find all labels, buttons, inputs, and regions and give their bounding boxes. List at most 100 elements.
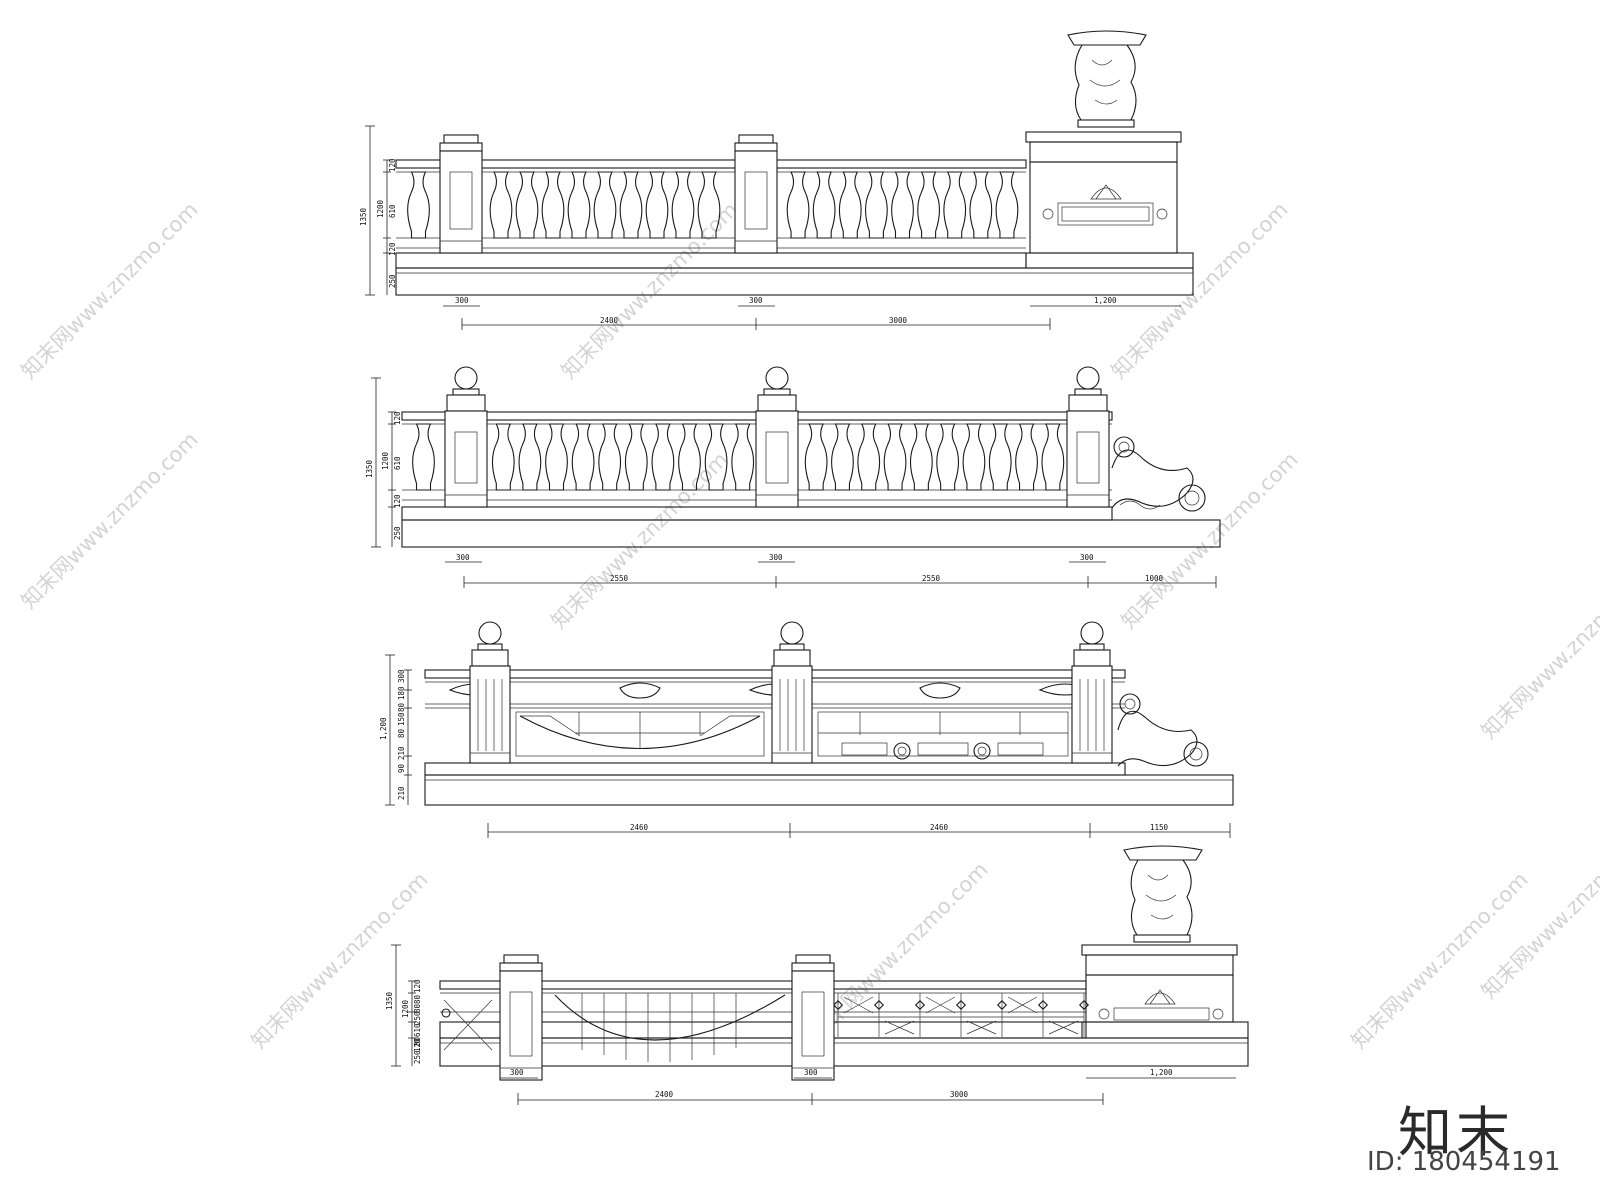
baluster — [593, 171, 617, 239]
height-total: 1350 — [365, 459, 374, 478]
watermark-text: 知末网www.znzmo.com — [547, 448, 733, 634]
plinth — [401, 506, 1113, 521]
baluster — [988, 423, 1012, 491]
base-slab — [424, 774, 1234, 806]
scroll-ornament — [1117, 693, 1209, 767]
height-part: 120 — [413, 1038, 422, 1052]
post-shaft — [444, 410, 488, 508]
statue — [1123, 845, 1203, 943]
dimension-horizontal: 300 300 1,200 2400 3000 — [443, 296, 1181, 330]
dim-bottom: 2550 — [922, 574, 941, 583]
dimension-vertical: 1350 1200 120 610 120 250 — [359, 125, 397, 296]
baluster — [541, 171, 565, 239]
baluster — [518, 423, 542, 491]
post — [439, 134, 483, 254]
dim-bottom: 2460 — [930, 823, 949, 832]
height-part: 80 — [413, 994, 422, 1004]
pedestal-panel — [1057, 202, 1154, 226]
baluster — [831, 423, 854, 491]
height-sub: 1,200 — [379, 717, 388, 740]
post-cap — [1068, 394, 1108, 412]
post — [499, 954, 543, 1081]
height-sub: 1200 — [376, 199, 385, 218]
dimension-horizontal: 300 300 1,200 2400 3000 — [500, 1068, 1236, 1105]
post — [444, 366, 488, 508]
baluster — [412, 423, 435, 491]
scroll-ornament — [1111, 436, 1206, 512]
baluster — [598, 423, 622, 491]
baluster — [651, 423, 675, 491]
rosette — [914, 999, 926, 1011]
watermark-text: 知末网www.znzmo.com — [1477, 558, 1600, 744]
post-shaft — [499, 970, 543, 1081]
baluster — [697, 171, 721, 239]
post-cap — [439, 142, 483, 152]
rail-ornament — [619, 682, 661, 699]
dim-top: 300 — [749, 296, 763, 305]
baluster — [645, 171, 669, 239]
statue — [1067, 30, 1147, 128]
baluster — [1041, 423, 1065, 491]
height-part: 120 — [393, 494, 402, 508]
watermark-text: 知末网www.znzmo.com — [557, 198, 743, 384]
height-part: 250 — [413, 1011, 422, 1025]
dim-top: 300 — [455, 296, 469, 305]
rosette — [832, 999, 844, 1011]
height-part: 610 — [388, 204, 397, 218]
post-cap — [734, 142, 778, 152]
height-part: 120 — [388, 242, 397, 256]
baluster — [995, 171, 1019, 239]
rosette — [873, 999, 885, 1011]
post-cap — [1073, 649, 1111, 667]
rail-ornament — [919, 682, 961, 699]
height-part: 250 — [388, 274, 397, 288]
post-cap — [1074, 388, 1102, 396]
post-ball — [1080, 621, 1104, 645]
base-slab — [439, 1037, 1249, 1067]
watermark-text: 知末网www.znzmo.com — [247, 868, 433, 1054]
baluster — [943, 171, 967, 239]
post-shaft — [791, 970, 835, 1081]
post — [755, 366, 799, 508]
pedestal-panel — [1113, 1007, 1210, 1021]
railing-panel — [441, 999, 493, 1051]
dimension-horizontal: 300 300 300 2550 2550 1000 — [445, 553, 1217, 588]
baluster — [515, 171, 539, 239]
post-shaft — [734, 150, 778, 254]
post-cap — [763, 388, 791, 396]
baluster — [567, 171, 591, 239]
post — [734, 134, 778, 254]
railing-panel — [817, 711, 1069, 760]
height-part: 610 — [413, 1023, 422, 1037]
plinth — [395, 252, 1027, 269]
baluster — [917, 171, 941, 239]
watermark-text: 知末网www.znzmo.com — [1107, 198, 1293, 384]
dim-top: 300 — [510, 1068, 524, 1077]
baluster — [936, 423, 960, 491]
height-part: 300 — [397, 669, 406, 683]
post-cap — [791, 962, 835, 972]
post-cap — [446, 394, 486, 412]
dim-top: 300 — [456, 553, 470, 562]
baluster — [624, 423, 648, 491]
elevation-2: 1350 1200 120 610 120 250 300 300 300 25… — [365, 366, 1221, 588]
pedestal-body — [1085, 974, 1234, 1023]
post-panel — [509, 991, 533, 1057]
baluster-row — [491, 423, 755, 491]
plinth — [424, 762, 1126, 776]
post — [1066, 366, 1110, 508]
height-total: 1350 — [385, 991, 394, 1010]
pedestal-frieze — [1029, 141, 1178, 163]
base-slab — [401, 519, 1221, 548]
baluster — [812, 171, 836, 239]
baluster — [545, 423, 568, 491]
watermark-text: 知末网www.znzmo.com — [1117, 448, 1303, 634]
dim-top: 1,200 — [1094, 296, 1117, 305]
elevation-1: 1350 1200 120 610 120 250 300 300 1,200 … — [359, 30, 1194, 330]
post-cap — [757, 394, 797, 412]
rosette — [996, 999, 1008, 1011]
baluster — [883, 423, 907, 491]
pedestal-base — [1081, 1021, 1249, 1039]
dim-bottom: 2550 — [610, 574, 629, 583]
height-part: 90 — [397, 763, 406, 773]
